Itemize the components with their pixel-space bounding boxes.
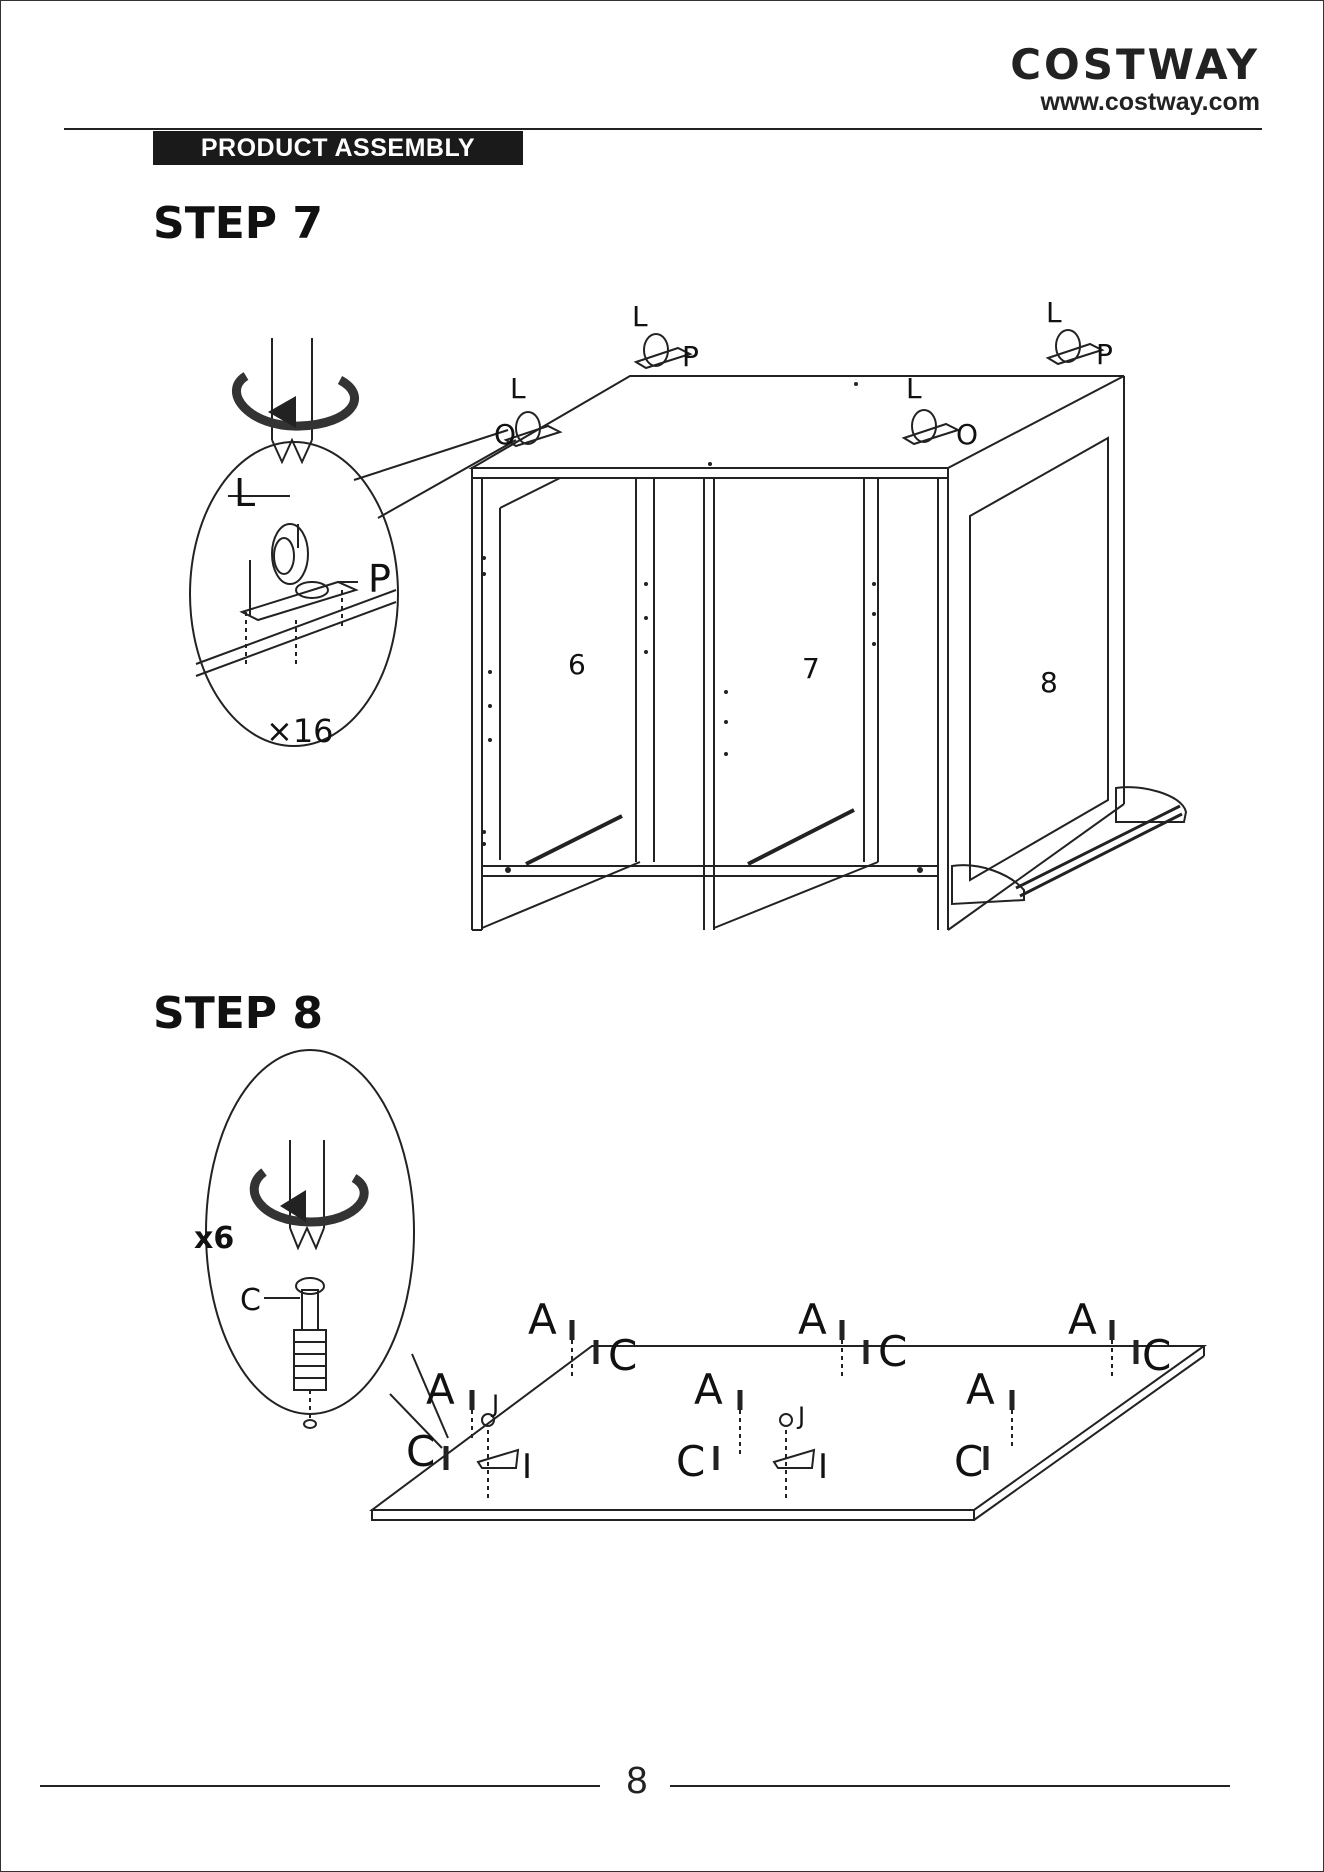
step-8-cam-label-5: C [676,1437,705,1486]
step-8-quantity: x6 [194,1221,234,1256]
step-8-dowel-label-5: A [694,1365,723,1414]
step-8-screw-label-2: J [796,1402,805,1430]
step-8-dowel-label-6: A [966,1365,995,1414]
step-8-screw-label-1: J [490,1390,499,1418]
screwdriver-icon [290,1140,324,1248]
footer-rule-right [670,1785,1230,1787]
step-8-cam-label-1: C [608,1331,637,1380]
step-8-dowel-label-1: A [528,1295,557,1344]
footer-rule-left [40,1785,600,1787]
step-8-detail-cam-label: C [240,1283,261,1318]
rotate-arrow-icon [254,1172,364,1222]
step-8-dowel-label-4: A [426,1365,455,1414]
step-8-cam-label-2: C [878,1327,907,1376]
cam-bolt-icon [294,1278,326,1428]
step-8-dowel-label-2: A [798,1295,827,1344]
step-8-bracket-label-1: I [522,1447,532,1487]
step-8-cam-label-3: C [1142,1331,1171,1380]
step-8-cam-label-6: C [954,1437,983,1486]
step-8-cam-label-4: C [406,1427,435,1476]
step-8-bracket-label-2: I [818,1447,828,1487]
step-8-detail-callout [206,1050,414,1414]
page-number: 8 [612,1760,662,1803]
step-8-dowel-label-3: A [1068,1295,1097,1344]
